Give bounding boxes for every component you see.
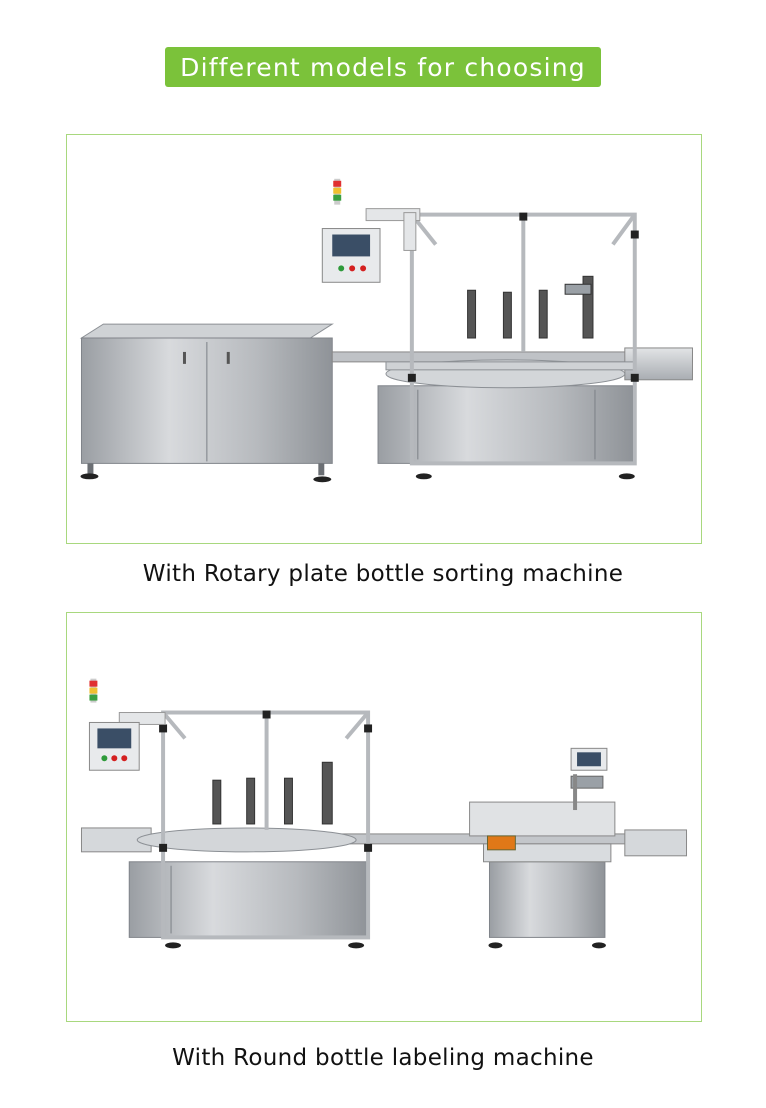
- round-bottle-labeling-machine: [469, 747, 616, 949]
- model-caption-round-labeling: With Round bottle labeling machine: [172, 1045, 594, 1071]
- labeling-line-illustration: [80, 678, 688, 949]
- sorting-cabinet: [79, 323, 334, 483]
- section-title-banner: Different models for choosing: [165, 47, 601, 87]
- filling-heads: [467, 275, 594, 339]
- control-panel: [88, 678, 166, 771]
- machine-photo-round-labeling: [66, 612, 702, 1022]
- conveyor: [80, 827, 688, 857]
- section-title: Different models for choosing: [180, 52, 586, 82]
- machine-photo-rotary-sorting: [66, 134, 702, 544]
- control-panel: [321, 178, 421, 283]
- filling-heads: [212, 761, 333, 825]
- rotary-sorting-line-illustration: [79, 178, 693, 483]
- model-caption-rotary-sorting: With Rotary plate bottle sorting machine: [142, 561, 624, 587]
- filling-capping-base: [377, 359, 636, 480]
- filling-capping-machine: [128, 827, 369, 949]
